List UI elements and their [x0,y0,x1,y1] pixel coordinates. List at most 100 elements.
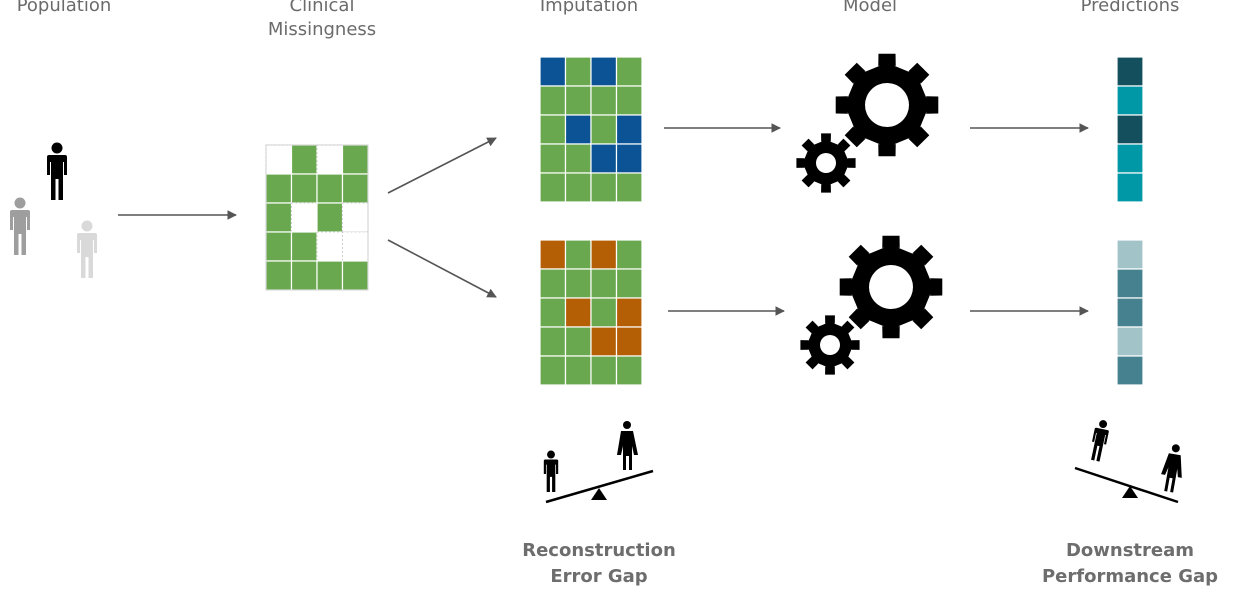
observed-cell [564,56,592,87]
arrow-missingness-to-imputation-bottom [387,239,497,298]
imputed-cell [590,239,618,270]
observed-cell [564,143,592,174]
observed-cell [539,326,567,357]
observed-cell [265,173,293,204]
arrow-missingness-to-imputation-top [387,137,497,194]
imputed-cell [590,56,618,87]
observed-cell [265,202,293,233]
observed-cell [539,85,567,116]
imputation-label: Imputation [539,0,639,16]
imputed-cell [615,326,643,357]
clinical-label-line2: Missingness [267,19,377,40]
person-icon-light [77,220,97,278]
observed-cell [615,172,643,203]
imputed-cell [564,114,592,145]
missing-cell [316,144,343,175]
observed-cell [564,172,592,203]
gear-icon [800,315,860,375]
observed-cell [539,172,567,203]
missing-cell [291,202,318,233]
observed-cell [290,260,318,291]
observed-cell [615,355,643,386]
observed-cell [316,202,344,233]
observed-cell [615,268,643,299]
prediction-cell [1116,239,1144,270]
observed-cell [590,172,618,203]
population-label: Population [16,0,112,16]
observed-cell [564,326,592,357]
man-icon [543,450,559,492]
gear-icon [796,133,856,193]
prediction-cell [1116,297,1144,328]
reconstruction-error-gap-label: Reconstruction Error Gap [469,538,729,590]
observed-cell [265,231,293,262]
observed-cell [564,268,592,299]
reconstruction-line2: Error Gap [550,566,648,587]
observed-cell [564,239,592,270]
model-label: Model [842,0,898,16]
observed-cell [564,355,592,386]
observed-cell [539,355,567,386]
imputed-cell [615,114,643,145]
imputed-cell [590,143,618,174]
prediction-cell [1116,172,1144,203]
predictions-strip-bottom [1116,239,1144,386]
missing-cell [342,202,369,233]
predictions-strip-top [1116,56,1144,203]
person-icon-black [47,142,67,200]
observed-cell [590,85,618,116]
prediction-cell [1116,85,1144,116]
observed-cell [290,231,318,262]
woman-icon [1161,444,1182,493]
downstream-performance-gap-label: Downstream Performance Gap [1000,538,1236,590]
observed-cell [590,297,618,328]
observed-cell [290,173,318,204]
observed-cell [615,56,643,87]
clinical-missingness-label: Clinical Missingness [222,0,422,42]
seesaw-icon-reconstruction [543,421,654,504]
observed-cell [564,85,592,116]
imputed-cell [564,297,592,328]
gear-icon [835,53,939,157]
prediction-cell [1116,143,1144,174]
prediction-cell [1116,56,1144,87]
observed-cell [316,260,344,291]
observed-cell [539,268,567,299]
prediction-cell [1116,114,1144,145]
model-gears-top [796,53,939,193]
model-gears-bottom [800,235,943,375]
woman-icon [617,421,638,470]
prediction-cell [1116,355,1144,386]
grid-border [265,144,369,291]
man-icon [1088,418,1111,463]
prediction-cell [1116,268,1144,299]
imputed-cell [539,239,567,270]
missing-cell [265,144,292,175]
observed-cell [316,173,344,204]
imputed-cell [590,326,618,357]
prediction-cell [1116,326,1144,357]
missing-cell [342,231,369,262]
downstream-line1: Downstream [1065,540,1195,561]
observed-cell [539,297,567,328]
missingness-grid [265,144,369,291]
observed-cell [265,260,293,291]
imputed-cell [615,143,643,174]
observed-cell [539,143,567,174]
population-group [10,142,97,278]
person-icon-grey [10,197,30,255]
observed-cell [590,114,618,145]
imputed-cell [615,297,643,328]
imputed-grid-top [539,56,643,203]
observed-cell [615,85,643,116]
observed-cell [539,114,567,145]
seesaw-icon-downstream [1074,418,1182,504]
observed-cell [341,144,369,175]
downstream-line2: Performance Gap [1041,566,1219,587]
observed-cell [341,173,369,204]
missing-cell [316,231,343,262]
observed-cell [290,144,318,175]
observed-cell [590,355,618,386]
observed-cell [590,268,618,299]
